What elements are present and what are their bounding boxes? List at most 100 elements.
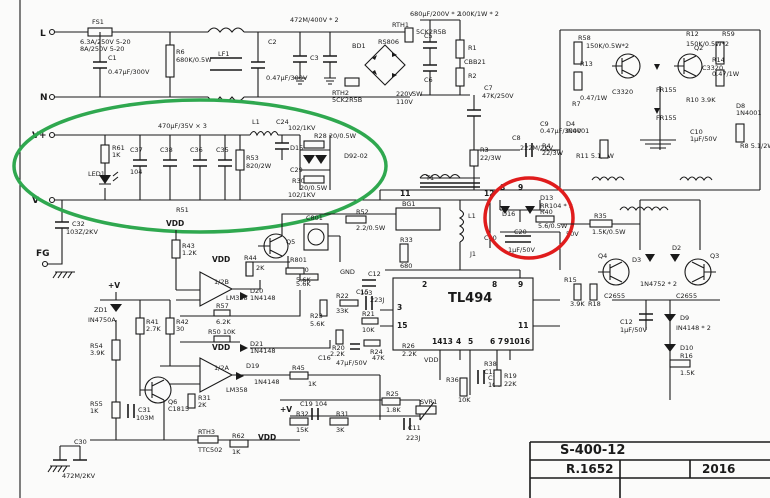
capacitor-c1 [93, 61, 107, 69]
label-r30v: 20/0.5W [300, 184, 328, 192]
svr1-arrow [419, 401, 435, 421]
label-d16: D16 [502, 210, 515, 218]
resistor-r24 [363, 339, 381, 347]
resistor-r32b [289, 417, 309, 426]
label-r54: R54 [90, 342, 103, 350]
label-c29: C29 [290, 166, 303, 174]
label-r35v: 1.5K/0.5W [592, 228, 626, 236]
label-r53: R53 [246, 154, 259, 162]
title-model: S-400-12 [560, 443, 626, 458]
label-d4v: IN4001 [566, 127, 589, 135]
q5-symbol [258, 235, 283, 257]
resistor-r59 [715, 41, 725, 65]
label-c30v: 472M/2KV [62, 472, 96, 480]
diode-d21 [240, 344, 248, 352]
label-r4: R4 [542, 142, 551, 150]
label-r30: R30 [292, 177, 305, 185]
label-r51: R51 [176, 206, 189, 214]
label-r16: R16 [680, 352, 693, 360]
primary-bus [559, 29, 761, 191]
label-r62v: 1K [232, 448, 241, 456]
capacitors-c3-c4 [293, 55, 337, 63]
title-block [529, 441, 770, 498]
label-gnd: GND [340, 268, 355, 276]
rectifier-wires [281, 135, 331, 190]
diode-d13 [525, 206, 535, 214]
diodes-d9-d10 [664, 314, 676, 352]
cap-bank-wires [139, 135, 226, 200]
resistor-r53 [235, 149, 245, 171]
lf1-core [210, 57, 242, 71]
label-c20v: 1μF/50V [508, 246, 535, 254]
label-d92: D92-02 [344, 152, 368, 160]
label-r33: R33 [400, 236, 413, 244]
label-r14: R14 [712, 56, 725, 64]
label-c10: C10 [690, 128, 703, 136]
label-c12v: 103 [360, 289, 372, 297]
pin-5: 5 [468, 337, 473, 346]
bulk-cap-wires [420, 19, 470, 96]
pin-8: 8 [492, 280, 497, 289]
capacitor-c20 [505, 235, 531, 243]
capacitor-c7 [467, 109, 481, 117]
resistor-r20 [335, 329, 344, 345]
resistor-r61 [100, 144, 110, 164]
label-fs1: FS1 [92, 18, 104, 26]
label-r18: R18 [588, 300, 601, 308]
output-filter-section: V+ V- R61 1K LED1 C37 104 C38 C36 C35 47… [12, 98, 490, 279]
capacitor-c14 [350, 343, 360, 350]
resistor-r21 [361, 317, 379, 325]
label-r58v: 150K/0.5W*2 [586, 42, 629, 50]
resistor-r14 [715, 69, 725, 87]
label-r52: R52 [356, 208, 369, 216]
resistor-r40 [535, 215, 555, 223]
pin-14-13: 1413 [432, 337, 453, 346]
led1-symbol [99, 171, 119, 185]
c30-ground [47, 465, 70, 473]
label-c37: C37 [130, 146, 143, 154]
resistor-r2 [455, 67, 465, 87]
capacitor-c17 [477, 370, 485, 384]
label-q3: Q3 [710, 252, 719, 260]
post-filter-wires [244, 31, 410, 98]
terminal-l-node [48, 28, 56, 36]
label-r58: R58 [578, 34, 591, 42]
resistor-r13 [573, 71, 583, 91]
label-c29v: 102/1KV [288, 191, 316, 199]
resistor-r54 [111, 339, 121, 361]
opamp-u2a [199, 357, 234, 393]
label-j1: J1 [469, 250, 476, 258]
terminal-l: L [40, 29, 46, 39]
inductor-l1-secondary [458, 209, 465, 243]
protection-section: VDD R43 1.2K VDD 1/2B LM358 R44 2K D20 1… [88, 219, 380, 441]
bridge-diodes [372, 52, 397, 78]
resistor-r23 [319, 299, 328, 317]
label-rth1-val: 5CK2R5B [416, 28, 446, 36]
capacitor-c8 [525, 143, 533, 157]
capacitor-c32 [55, 221, 69, 229]
label-r4v: 22/3W [542, 149, 564, 157]
label-bd1: BD1 [352, 42, 366, 50]
trimmer-svr1 [415, 405, 437, 415]
thermistor-rth1 [404, 27, 414, 43]
resistor-r52 [345, 215, 367, 224]
label-r801: R801 [290, 256, 307, 264]
label-c9v: 0.47μF/300V [540, 127, 582, 135]
q1-symbol [612, 55, 635, 77]
label-r45v: 1K [308, 380, 317, 388]
label-r31b: R31 [336, 410, 349, 418]
resistor-r1 [455, 39, 465, 59]
pin-2: 2 [422, 280, 427, 289]
snubber-wires [473, 135, 560, 190]
opamp-u1b [199, 271, 234, 307]
terminal-fg-node [41, 260, 49, 268]
ic-tl494-label: TL494 [448, 291, 492, 306]
label-d21: D21 [250, 340, 263, 348]
label-vdd-opb: VDD [212, 343, 230, 352]
label-r50: R50 10K [208, 328, 236, 336]
label-c38: C38 [160, 146, 173, 154]
ac-input-section: L N FS1 6.3A/250V 5-20 8A/250V 5-20 C1 0… [40, 10, 514, 135]
label-c30: C30 [74, 438, 87, 446]
pin-11: 11 [518, 321, 528, 330]
